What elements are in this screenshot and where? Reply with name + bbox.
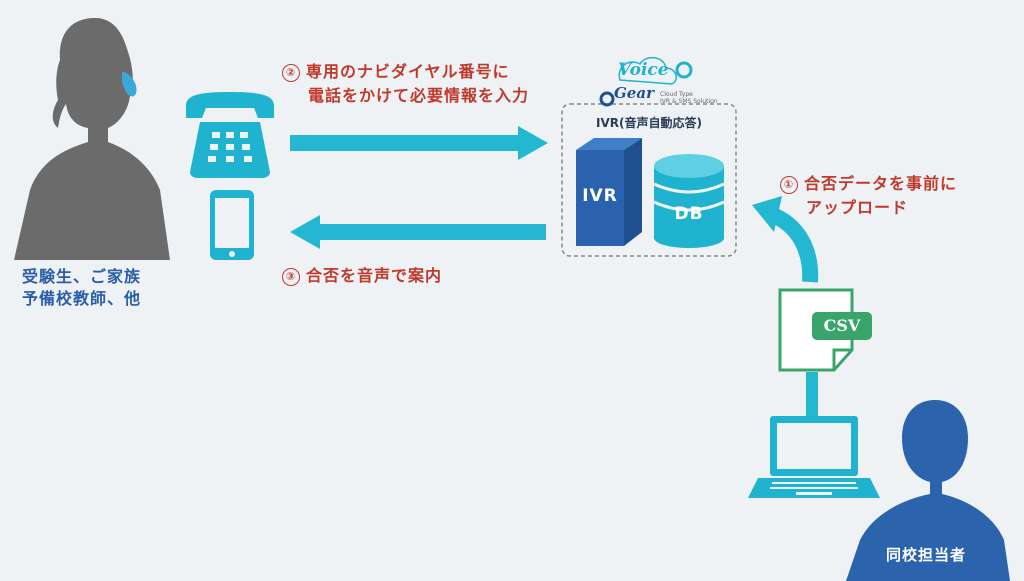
logo-subtitle-line2: IVR & SMS Solution <box>660 98 718 105</box>
file-connector <box>806 372 818 416</box>
upload-arrow <box>752 196 819 283</box>
arrow-to-ivr <box>290 126 548 160</box>
db-icon <box>653 154 725 248</box>
step2-line2: 電話をかけて必要情報を入力 <box>308 86 530 105</box>
smartphone-icon <box>210 190 254 260</box>
desk-phone-icon <box>186 92 274 178</box>
logo-subtitle: Cloud Type IVR & SMS Solution <box>660 91 718 105</box>
step1-number: ① <box>780 176 798 194</box>
step2-line1: 専用のナビダイヤル番号に <box>306 62 510 81</box>
logo-word2: Gear <box>614 84 654 102</box>
logo-word1: Voice <box>618 60 669 80</box>
caller-label: 受験生、ご家族 予備校教師、他 <box>22 266 141 310</box>
ivr-server-icon <box>576 138 642 246</box>
step1-line1: 合否データを事前に <box>804 174 958 193</box>
caller-phone-icon <box>122 72 137 97</box>
laptop-icon <box>748 416 880 498</box>
ivr-server-label: IVR <box>582 186 618 206</box>
logo-subtitle-line1: Cloud Type <box>660 91 693 98</box>
cloud-icon <box>618 56 677 85</box>
step2-number: ② <box>282 64 300 82</box>
caller-silhouette-icon <box>14 18 170 260</box>
ivr-system-box <box>561 103 737 257</box>
ivr-system-title: IVR(音声自動応答) <box>596 116 702 130</box>
step3-line1: 合否を音声で案内 <box>306 266 443 285</box>
staff-label: 同校担当者 <box>885 546 966 564</box>
db-label: DB <box>674 204 704 224</box>
csv-file-icon <box>778 288 872 372</box>
step3-number: ③ <box>282 268 300 286</box>
arrow-to-caller <box>290 215 546 249</box>
gear-icon <box>599 61 693 107</box>
staff-silhouette-icon <box>846 400 1010 581</box>
caller-label-line1: 受験生、ご家族 <box>22 267 142 286</box>
csv-label: CSV <box>823 316 861 335</box>
step2-label: ② 専用のナビダイヤル番号に 電話をかけて必要情報を入力 <box>282 60 529 108</box>
step1-label: ① 合否データを事前に アップロード <box>780 172 957 220</box>
step3-label: ③ 合否を音声で案内 <box>282 262 442 286</box>
caller-label-line2: 予備校教師、他 <box>22 289 142 308</box>
step1-line2: アップロード <box>806 198 909 217</box>
